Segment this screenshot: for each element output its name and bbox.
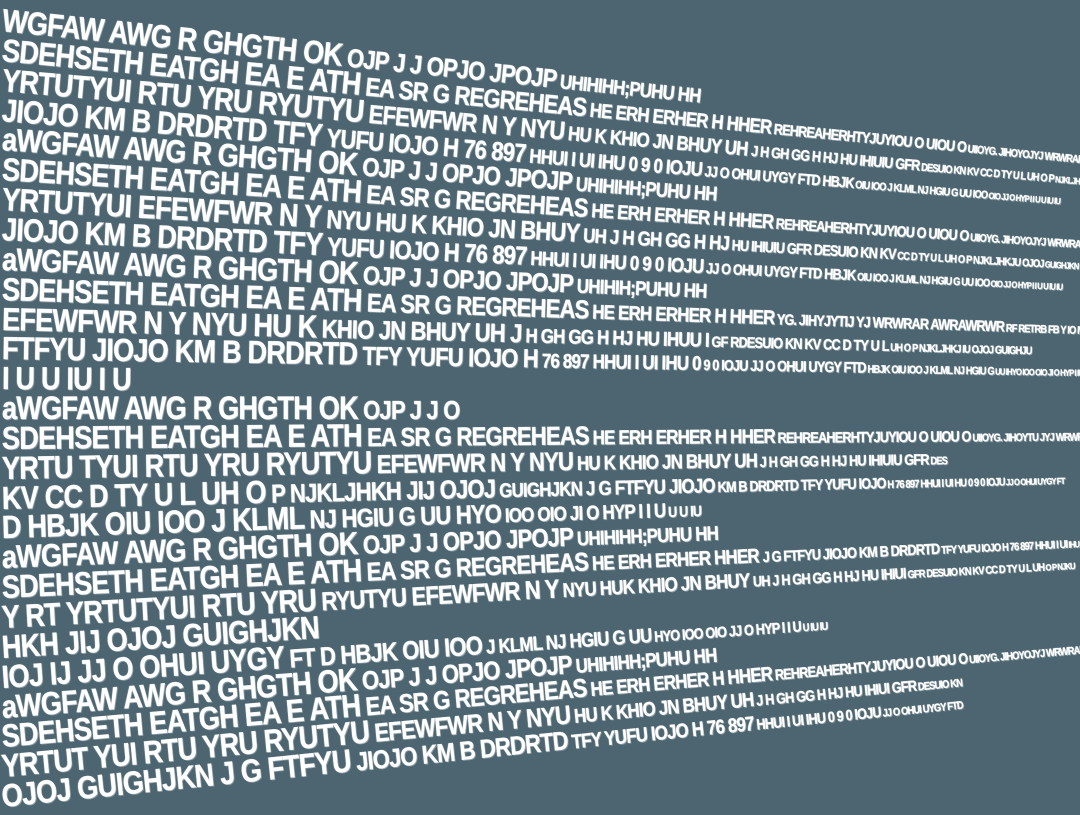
text-row-segment: OIU IOO J KLML NJ HGIU G UU IOO	[853, 178, 988, 202]
text-row-segment: TFY YUFU IOJO H 76 897	[566, 713, 755, 755]
text-row-segment: H 76 897 HHUI I UI HU 0 9 0 IOJU	[885, 475, 1005, 491]
text-row-segment: 9 0 IOJU JJ O OHUI UYGY FTD	[700, 357, 866, 377]
text-row-segment: GFR DESUIO KN KV CC D TY U L UH	[905, 561, 1045, 582]
text-row-segment: JJ O OHUI UYGY FTD	[880, 699, 964, 721]
text-row: aWGFAW AWG R GHGTH OK OJP J J O	[2, 390, 461, 427]
text-row-segment: JJ O OHUI UYGY FTD HBJK	[702, 260, 856, 285]
text-row-segment: UIIOYG. JIHOYOJYJ WRWRAR AWRAWRWR	[968, 640, 1080, 667]
text-row-segment: aWGFAW AWG R GHGTH OK	[2, 390, 359, 427]
text-row-segment: JJ O OHUI UYGY FT	[1004, 475, 1065, 487]
text-row-segment: HBJK OIU IOO J KLML NJ HGIU G	[865, 363, 995, 378]
text-row-segment: OIO JJ O HYP I I U U IU IU	[989, 278, 1063, 292]
text-row-segment: KM B DRDRTD TFY YUFU IOJO	[714, 474, 886, 496]
text-row-segment: OJP J J O	[357, 395, 461, 426]
text-row-segment: UH J H GH GG H HJ HU IHIUI	[752, 565, 907, 591]
text-row-segment: NYU HUK KHIO JN BHUY	[558, 569, 754, 603]
text-row-segment: 76 897 HHUI I UI IHU 0	[537, 350, 701, 376]
text-row-segment: O P NJKU	[1043, 560, 1075, 573]
text-row-segment: TFY YUFU IOJO H	[356, 340, 539, 374]
text-row-segment: OIU IOO J KLML NJ HGIU G UU IOO	[855, 271, 990, 290]
text-row-segment: UIIOYG. JIHOYTU JYJ WRWRAR AWRAWRWR	[972, 431, 1080, 445]
text-row-segment: HHUI I UI IHU 0 9 0 IOJU	[752, 704, 882, 735]
text-row-segment: U IU IU	[800, 620, 828, 635]
text-row-segment: OIO JJ O HYP I I U U IU IU	[986, 190, 1061, 206]
text-row-segment: JJ O OHUI UYGY FTD HBJK	[701, 162, 855, 192]
text-row-segment: UU IHYO IOO OIO JI O HYP I IUIUIU	[995, 366, 1080, 379]
